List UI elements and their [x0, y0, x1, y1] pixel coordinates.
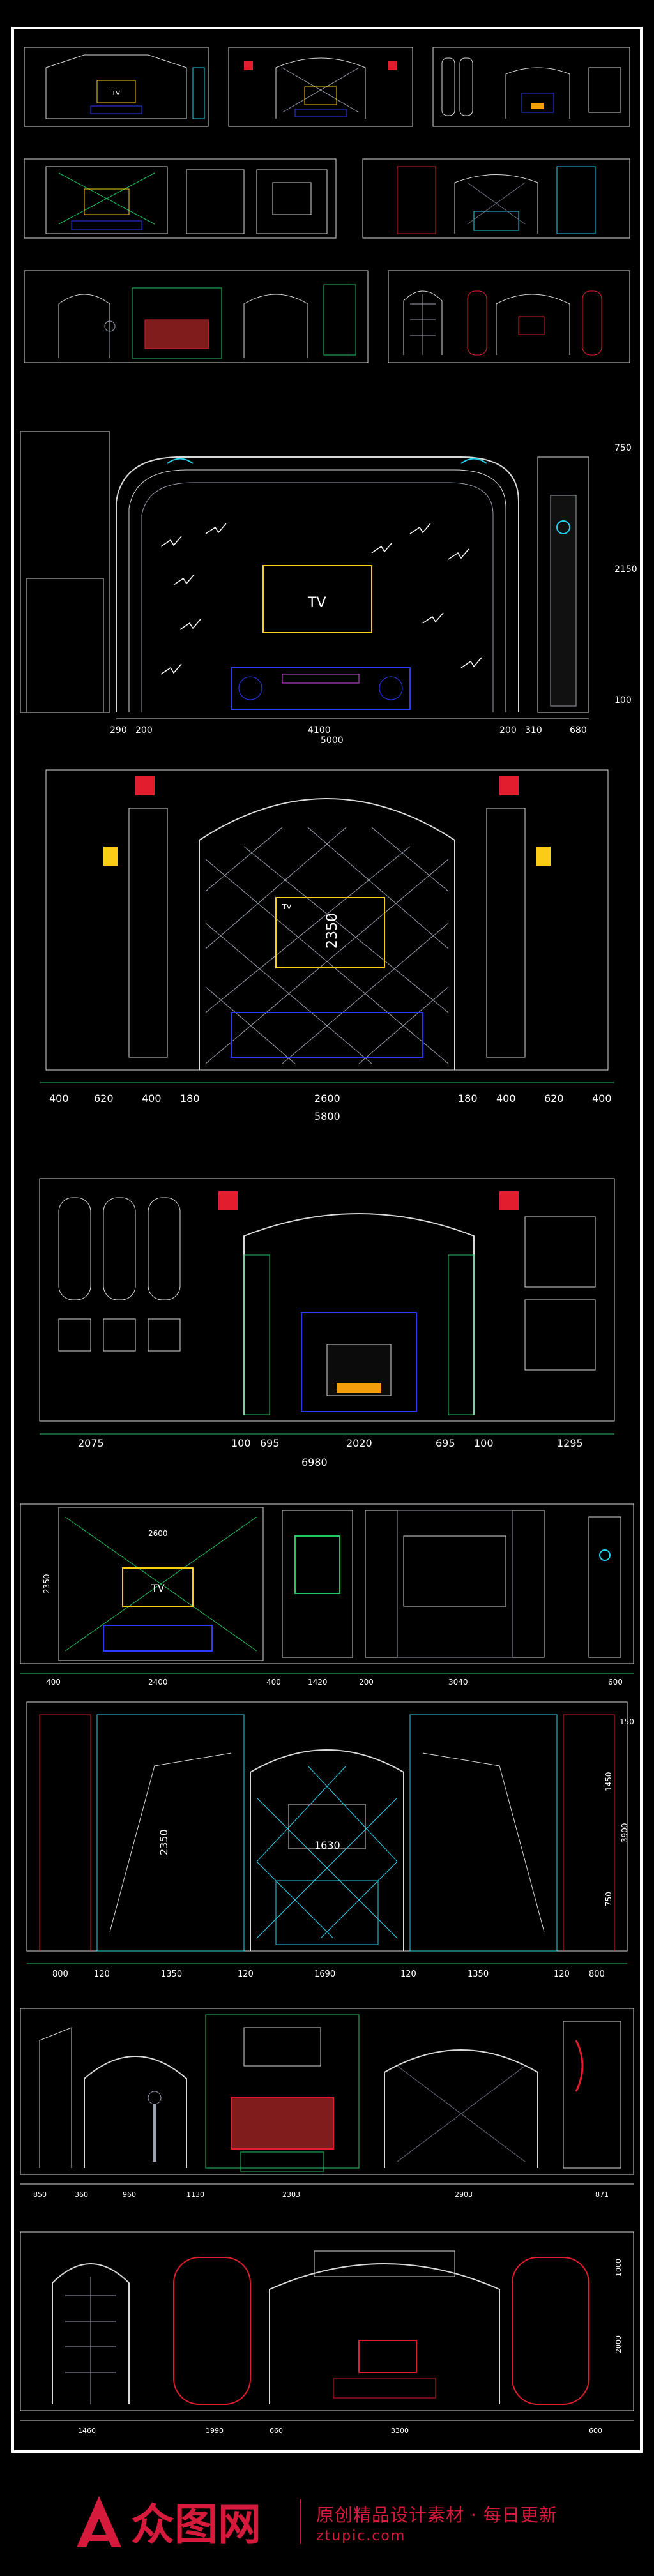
svg-text:5800: 5800	[314, 1110, 340, 1122]
svg-text:2000: 2000	[614, 2335, 623, 2353]
svg-text:750: 750	[614, 443, 632, 453]
logo-text: 众图网	[131, 2500, 261, 2550]
svg-text:120: 120	[94, 1970, 110, 1979]
svg-text:800: 800	[52, 1970, 68, 1979]
svg-text:200: 200	[499, 725, 517, 735]
elevation-tv-wall-birds: TV 290 200 4100 200 310 680 5000 750 215…	[14, 419, 640, 744]
svg-text:310: 310	[525, 725, 542, 735]
svg-text:680: 680	[570, 725, 587, 735]
svg-text:800: 800	[589, 1970, 605, 1979]
svg-text:1420: 1420	[308, 1678, 328, 1687]
elevation-tv-wall-diamond: TV 2350 400 620 400 180 2600 180 400 620…	[14, 757, 640, 1140]
svg-text:850: 850	[33, 2190, 47, 2199]
svg-text:6980: 6980	[301, 1456, 328, 1468]
svg-text:1350: 1350	[468, 1970, 489, 1979]
svg-text:1630: 1630	[314, 1839, 340, 1851]
svg-text:2350: 2350	[42, 1574, 51, 1593]
svg-text:100: 100	[474, 1437, 494, 1449]
svg-text:3300: 3300	[391, 2427, 409, 2435]
svg-text:1130: 1130	[186, 2190, 204, 2199]
svg-text:2600: 2600	[314, 1092, 340, 1104]
svg-text:600: 600	[608, 1678, 623, 1687]
svg-text:100: 100	[231, 1437, 251, 1449]
svg-text:180: 180	[180, 1092, 200, 1104]
svg-text:960: 960	[123, 2190, 136, 2199]
svg-text:1990: 1990	[206, 2427, 224, 2435]
elevation-window-arch-wall: 1460 1990 660 3300 600 1000 2000	[14, 2226, 640, 2443]
svg-text:750: 750	[604, 1892, 613, 1906]
svg-text:1460: 1460	[78, 2427, 96, 2435]
svg-text:TV: TV	[282, 903, 292, 911]
tv-screen	[262, 565, 372, 633]
svg-text:2350: 2350	[158, 1829, 170, 1855]
svg-text:1000: 1000	[614, 2259, 623, 2277]
tv-cabinet	[231, 667, 411, 710]
svg-text:1295: 1295	[557, 1437, 583, 1449]
svg-text:400: 400	[46, 1678, 61, 1687]
svg-text:120: 120	[554, 1970, 570, 1979]
svg-text:2303: 2303	[282, 2190, 300, 2199]
svg-text:4100: 4100	[308, 725, 331, 735]
logo-icon	[77, 2496, 121, 2547]
svg-text:2400: 2400	[148, 1678, 168, 1687]
svg-text:2150: 2150	[614, 564, 637, 575]
elevation-tv-wall-panels: TV 2600 2350 400 2400 400 1420 200 3040 …	[14, 1498, 640, 1689]
svg-text:1350: 1350	[161, 1970, 182, 1979]
svg-text:400: 400	[496, 1092, 516, 1104]
svg-text:2903: 2903	[455, 2190, 473, 2199]
svg-text:360: 360	[75, 2190, 88, 2199]
tv-screen	[275, 897, 385, 968]
thumbnail-5	[359, 154, 634, 243]
thumbnail-7	[384, 266, 634, 368]
svg-text:180: 180	[458, 1092, 478, 1104]
thumbnail-4	[20, 154, 340, 243]
thumbnail-1: TV	[20, 42, 212, 132]
thumbnail-2	[225, 42, 416, 132]
svg-text:620: 620	[544, 1092, 564, 1104]
svg-text:620: 620	[94, 1092, 114, 1104]
tv-cabinet	[231, 1012, 423, 1058]
svg-text:290: 290	[110, 725, 127, 735]
brand-url[interactable]: ztupic.com	[316, 2528, 406, 2544]
svg-text:2350: 2350	[324, 913, 340, 949]
svg-text:400: 400	[49, 1092, 69, 1104]
svg-text:1690: 1690	[314, 1970, 335, 1979]
elevation-arch-wall: 850 360 960 1130 2303 2903 871	[14, 2002, 640, 2206]
brand-logo: 众图网	[70, 2490, 287, 2554]
svg-text:695: 695	[260, 1437, 280, 1449]
svg-text:3900: 3900	[620, 1823, 629, 1842]
svg-text:660: 660	[270, 2427, 283, 2435]
svg-text:1450: 1450	[604, 1772, 613, 1791]
svg-text:2075: 2075	[78, 1437, 104, 1449]
svg-text:120: 120	[400, 1970, 416, 1979]
elevation-perspective-wall: 1630 2350 800 120 1350 120 1690 120 1350…	[14, 1696, 640, 1996]
svg-text:TV: TV	[111, 90, 120, 97]
svg-text:400: 400	[592, 1092, 612, 1104]
svg-text:2020: 2020	[346, 1437, 372, 1449]
svg-text:120: 120	[238, 1970, 254, 1979]
svg-text:400: 400	[266, 1678, 281, 1687]
svg-text:400: 400	[142, 1092, 162, 1104]
svg-text:5000: 5000	[321, 735, 344, 744]
brand-divider	[300, 2499, 301, 2544]
bird-motifs	[160, 523, 482, 675]
svg-text:TV: TV	[151, 1582, 165, 1594]
svg-text:150: 150	[620, 1717, 634, 1726]
elevation-fireplace-wall: 2075 100 695 2020 695 100 1295 6980	[14, 1166, 640, 1472]
svg-text:200: 200	[135, 725, 153, 735]
brand-footer: 众图网 原创精品设计素材 · 每日更新 ztupic.com	[0, 2464, 654, 2576]
fireplace	[301, 1312, 417, 1412]
svg-text:3040: 3040	[448, 1678, 468, 1687]
brand-tagline: 原创精品设计素材 · 每日更新	[316, 2504, 558, 2526]
svg-text:100: 100	[614, 695, 632, 705]
svg-text:2600: 2600	[148, 1529, 168, 1538]
svg-text:871: 871	[595, 2190, 609, 2199]
svg-text:695: 695	[436, 1437, 455, 1449]
svg-text:200: 200	[359, 1678, 374, 1687]
thumbnail-6	[20, 266, 372, 368]
thumbnail-3	[429, 42, 634, 132]
tv-label: TV	[307, 595, 326, 611]
drawing-sheet: TV	[11, 27, 643, 2453]
svg-text:600: 600	[589, 2427, 602, 2435]
